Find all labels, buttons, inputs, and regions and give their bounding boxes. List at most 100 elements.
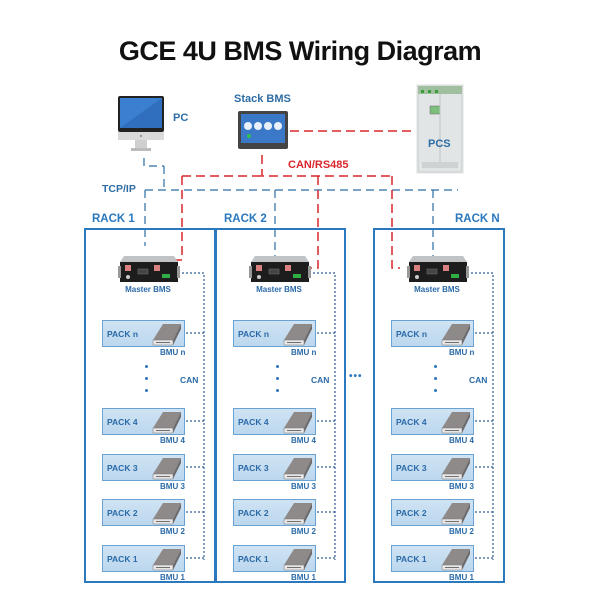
- rack1-can-line: [176, 176, 183, 261]
- continuation-dot: [276, 365, 279, 368]
- bmu-module-icon: [152, 412, 181, 434]
- bmu-module: [438, 501, 472, 532]
- continuation-dot: [145, 365, 148, 368]
- bmu-module-icon: [441, 458, 470, 480]
- pcs-label: PCS: [428, 138, 451, 150]
- bmu-label: BMU n: [160, 348, 186, 357]
- touch-panel-icon: [238, 111, 288, 149]
- rack-1: Master BMS CAN PACK n BMU n PACK 4 BMU 4 PACK …: [84, 228, 216, 583]
- battery-pack: PACK 2: [391, 499, 474, 526]
- battery-pack: PACK 2: [102, 499, 185, 526]
- bmu-module: [149, 547, 183, 578]
- master-bms: [249, 254, 311, 289]
- can-bus-lines: [471, 272, 494, 560]
- stack-to-bus-line: [261, 155, 392, 177]
- bmu-label: BMU 1: [291, 573, 316, 582]
- bmu-module-icon: [152, 549, 181, 571]
- bmu-module-icon: [283, 503, 312, 525]
- diagram-title: GCE 4U BMS Wiring Diagram: [118, 36, 482, 66]
- bmu-label: BMU n: [449, 348, 475, 357]
- bmu-module: [149, 410, 183, 441]
- monitor-icon: [118, 96, 164, 151]
- bmu-label: BMU 3: [449, 482, 474, 491]
- bmu-module: [280, 501, 314, 532]
- pc-link-line: [143, 158, 164, 167]
- master-bms: [118, 254, 180, 289]
- master-bms-label: Master BMS: [256, 285, 302, 294]
- battery-pack: PACK n: [233, 320, 316, 347]
- master-bms-label: Master BMS: [125, 285, 171, 294]
- bmu-module: [280, 456, 314, 487]
- battery-pack: PACK 3: [233, 454, 316, 481]
- pack-label: PACK 2: [238, 508, 269, 518]
- battery-pack: PACK 3: [102, 454, 185, 481]
- battery-pack: PACK n: [391, 320, 474, 347]
- bmu-module: [280, 547, 314, 578]
- bmu-module: [149, 456, 183, 487]
- pack-label: PACK 4: [107, 417, 138, 427]
- continuation-dot: [434, 389, 437, 392]
- bmu-module: [149, 501, 183, 532]
- bmu-label: BMU 4: [160, 436, 185, 445]
- pack-label: PACK 1: [396, 554, 427, 564]
- can-bus-line: [182, 272, 205, 560]
- bmu-label: BMU 4: [291, 436, 316, 445]
- can-label: CAN: [469, 375, 488, 385]
- bmu-label: BMU 3: [291, 482, 316, 491]
- rack-2-label: RACK 2: [224, 213, 267, 225]
- bmu-label: BMU 1: [449, 573, 474, 582]
- master-bms: [407, 254, 469, 289]
- bmu-module: [438, 547, 472, 578]
- can-label: CAN: [311, 375, 330, 385]
- bmu-module: [438, 322, 472, 353]
- pack-label: PACK 2: [107, 508, 138, 518]
- pack-label: PACK 4: [396, 417, 427, 427]
- pack-label: PACK 3: [107, 463, 138, 473]
- pack-label: PACK 1: [107, 554, 138, 564]
- battery-pack: PACK 1: [233, 545, 316, 572]
- battery-pack: PACK 4: [233, 408, 316, 435]
- continuation-dot: [434, 377, 437, 380]
- continuation-dot: [276, 377, 279, 380]
- bmu-label: BMU 1: [160, 573, 185, 582]
- bmu-label: BMU 3: [160, 482, 185, 491]
- bmu-module: [280, 322, 314, 353]
- bmu-module-icon: [283, 549, 312, 571]
- rackn-can-line: [391, 176, 400, 269]
- pc-node: [118, 96, 164, 163]
- battery-pack: PACK 1: [391, 545, 474, 572]
- battery-pack: PACK 1: [102, 545, 185, 572]
- bmu-module-icon: [441, 549, 470, 571]
- can-bus-line: [313, 272, 336, 560]
- pc-label: PC: [173, 112, 189, 124]
- bmu-module-icon: [152, 458, 181, 480]
- pack-label: PACK n: [107, 329, 139, 339]
- pack-label: PACK 1: [238, 554, 269, 564]
- pack-label: PACK n: [396, 329, 428, 339]
- pack-label: PACK 2: [396, 508, 427, 518]
- cabinet-icon: [416, 84, 464, 174]
- can-bus-line: [471, 272, 494, 560]
- can-bus-lines: [182, 272, 205, 560]
- continuation-dot: [276, 389, 279, 392]
- bmu-label: BMU 2: [160, 527, 185, 536]
- rack-1-label: RACK 1: [92, 213, 135, 225]
- battery-pack: PACK n: [102, 320, 185, 347]
- pack-label: PACK n: [238, 329, 270, 339]
- bmu-module-icon: [152, 324, 181, 346]
- bmu-module-icon: [441, 412, 470, 434]
- bmu-module-icon: [441, 324, 470, 346]
- rack-n-label: RACK N: [455, 213, 500, 225]
- continuation-dot: [145, 377, 148, 380]
- bmu-module: [149, 322, 183, 353]
- master-bms-device-icon: [118, 256, 180, 282]
- continuation-dot: [434, 365, 437, 368]
- can-label: CAN: [180, 375, 199, 385]
- bmu-module-icon: [441, 503, 470, 525]
- bmu-module: [280, 410, 314, 441]
- pack-label: PACK 3: [396, 463, 427, 473]
- stack-bms-label: Stack BMS: [234, 93, 291, 105]
- tcp-ip-network-lines: [143, 158, 458, 256]
